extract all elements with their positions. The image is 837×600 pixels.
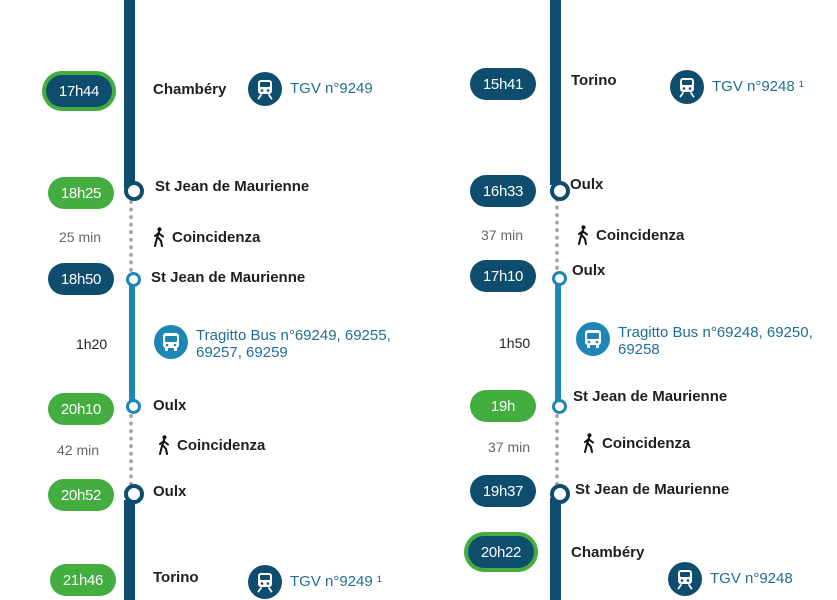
stop-name: Torino bbox=[571, 72, 617, 89]
transfer-duration: 42 min bbox=[57, 442, 100, 458]
time-badge: 16h33 bbox=[470, 175, 536, 207]
stop-name: Oulx bbox=[153, 397, 187, 414]
stop-node bbox=[552, 271, 567, 286]
train-service[interactable]: TGV n°9249 bbox=[248, 72, 373, 106]
stop-node bbox=[124, 181, 144, 201]
train-icon bbox=[248, 72, 282, 106]
pedestrian-icon bbox=[576, 225, 590, 245]
time-badge: 21h46 bbox=[50, 564, 116, 596]
stop-node bbox=[550, 181, 570, 201]
transfer-dotted-line bbox=[555, 414, 559, 486]
stop-name: Torino bbox=[153, 569, 199, 586]
bus-service[interactable]: Tragitto Bus n°69248, 69250, 69258 bbox=[576, 322, 833, 358]
time-badge: 17h10 bbox=[470, 260, 536, 292]
time-badge: 20h52 bbox=[48, 479, 114, 511]
transfer-label: Coincidenza bbox=[177, 436, 266, 454]
time-badge: 20h10 bbox=[48, 393, 114, 425]
stop-node bbox=[126, 399, 141, 414]
transfer-label: Coincidenza bbox=[172, 228, 261, 246]
transfer-dotted-line bbox=[129, 414, 133, 486]
train-icon bbox=[668, 562, 702, 596]
train-icon bbox=[670, 70, 704, 104]
transfer-walk: Coincidenza bbox=[157, 435, 265, 455]
stop-name: Chambéry bbox=[571, 544, 645, 561]
time-badge: 15h41 bbox=[470, 68, 536, 100]
train-service-link[interactable]: TGV n°9248 bbox=[710, 570, 793, 587]
transfer-walk: Coincidenza bbox=[582, 433, 690, 453]
stop-node bbox=[550, 484, 570, 504]
stop-name: Chambéry bbox=[153, 81, 227, 98]
stop-node bbox=[126, 272, 141, 287]
train-service-link[interactable]: TGV n°9248 ¹ bbox=[712, 78, 804, 95]
transfer-dotted-line bbox=[129, 200, 133, 272]
stop-name: Oulx bbox=[570, 176, 604, 193]
bus-service-link[interactable]: Tragitto Bus n°69249, 69255, 69257, 6925… bbox=[196, 327, 391, 361]
train-service[interactable]: TGV n°9248 ¹ bbox=[670, 70, 804, 104]
stop-name: Oulx bbox=[153, 483, 187, 500]
time-badge-departure: 17h44 bbox=[46, 75, 112, 107]
transfer-walk: Coincidenza bbox=[152, 227, 260, 247]
trip-duration: 1h20 bbox=[76, 336, 108, 352]
bus-icon bbox=[576, 322, 610, 356]
train-service[interactable]: TGV n°9248 bbox=[668, 562, 793, 596]
transfer-walk: Coincidenza bbox=[576, 225, 684, 245]
stop-name: St Jean de Maurienne bbox=[573, 388, 728, 405]
train-line-segment bbox=[124, 500, 135, 600]
stop-node bbox=[552, 399, 567, 414]
bus-icon bbox=[154, 325, 188, 359]
bus-service[interactable]: Tragitto Bus n°69249, 69255, 69257, 6925… bbox=[154, 325, 406, 361]
train-service-link[interactable]: TGV n°9249 bbox=[290, 80, 373, 97]
transfer-label: Coincidenza bbox=[596, 226, 685, 244]
transfer-duration: 37 min bbox=[488, 439, 531, 455]
stop-name: St Jean de Maurienne bbox=[151, 269, 306, 286]
train-service[interactable]: TGV n°9249 ¹ bbox=[248, 565, 382, 599]
train-line-segment bbox=[550, 0, 561, 185]
trip-duration: 1h50 bbox=[499, 335, 531, 351]
bus-service-link[interactable]: Tragitto Bus n°69248, 69250, 69258 bbox=[618, 324, 813, 358]
bus-line-segment bbox=[129, 285, 135, 402]
stop-node bbox=[124, 484, 144, 504]
transfer-duration: 25 min bbox=[59, 229, 102, 245]
pedestrian-icon bbox=[582, 433, 596, 453]
train-line-segment bbox=[550, 498, 561, 600]
stop-name: St Jean de Maurienne bbox=[155, 178, 310, 195]
transfer-dotted-line bbox=[555, 198, 559, 270]
train-icon bbox=[248, 565, 282, 599]
train-service-link[interactable]: TGV n°9249 ¹ bbox=[290, 573, 382, 590]
stop-name: St Jean de Maurienne bbox=[575, 481, 730, 498]
transfer-label: Coincidenza bbox=[602, 434, 691, 452]
time-badge: 19h37 bbox=[470, 475, 536, 507]
stop-name: Oulx bbox=[572, 262, 606, 279]
time-badge: 19h bbox=[470, 390, 536, 422]
bus-line-segment bbox=[555, 285, 561, 403]
time-badge: 18h50 bbox=[48, 263, 114, 295]
train-line-segment bbox=[124, 0, 135, 188]
transfer-duration: 37 min bbox=[481, 227, 524, 243]
time-badge: 18h25 bbox=[48, 177, 114, 209]
time-badge-arrival: 20h22 bbox=[468, 536, 534, 568]
